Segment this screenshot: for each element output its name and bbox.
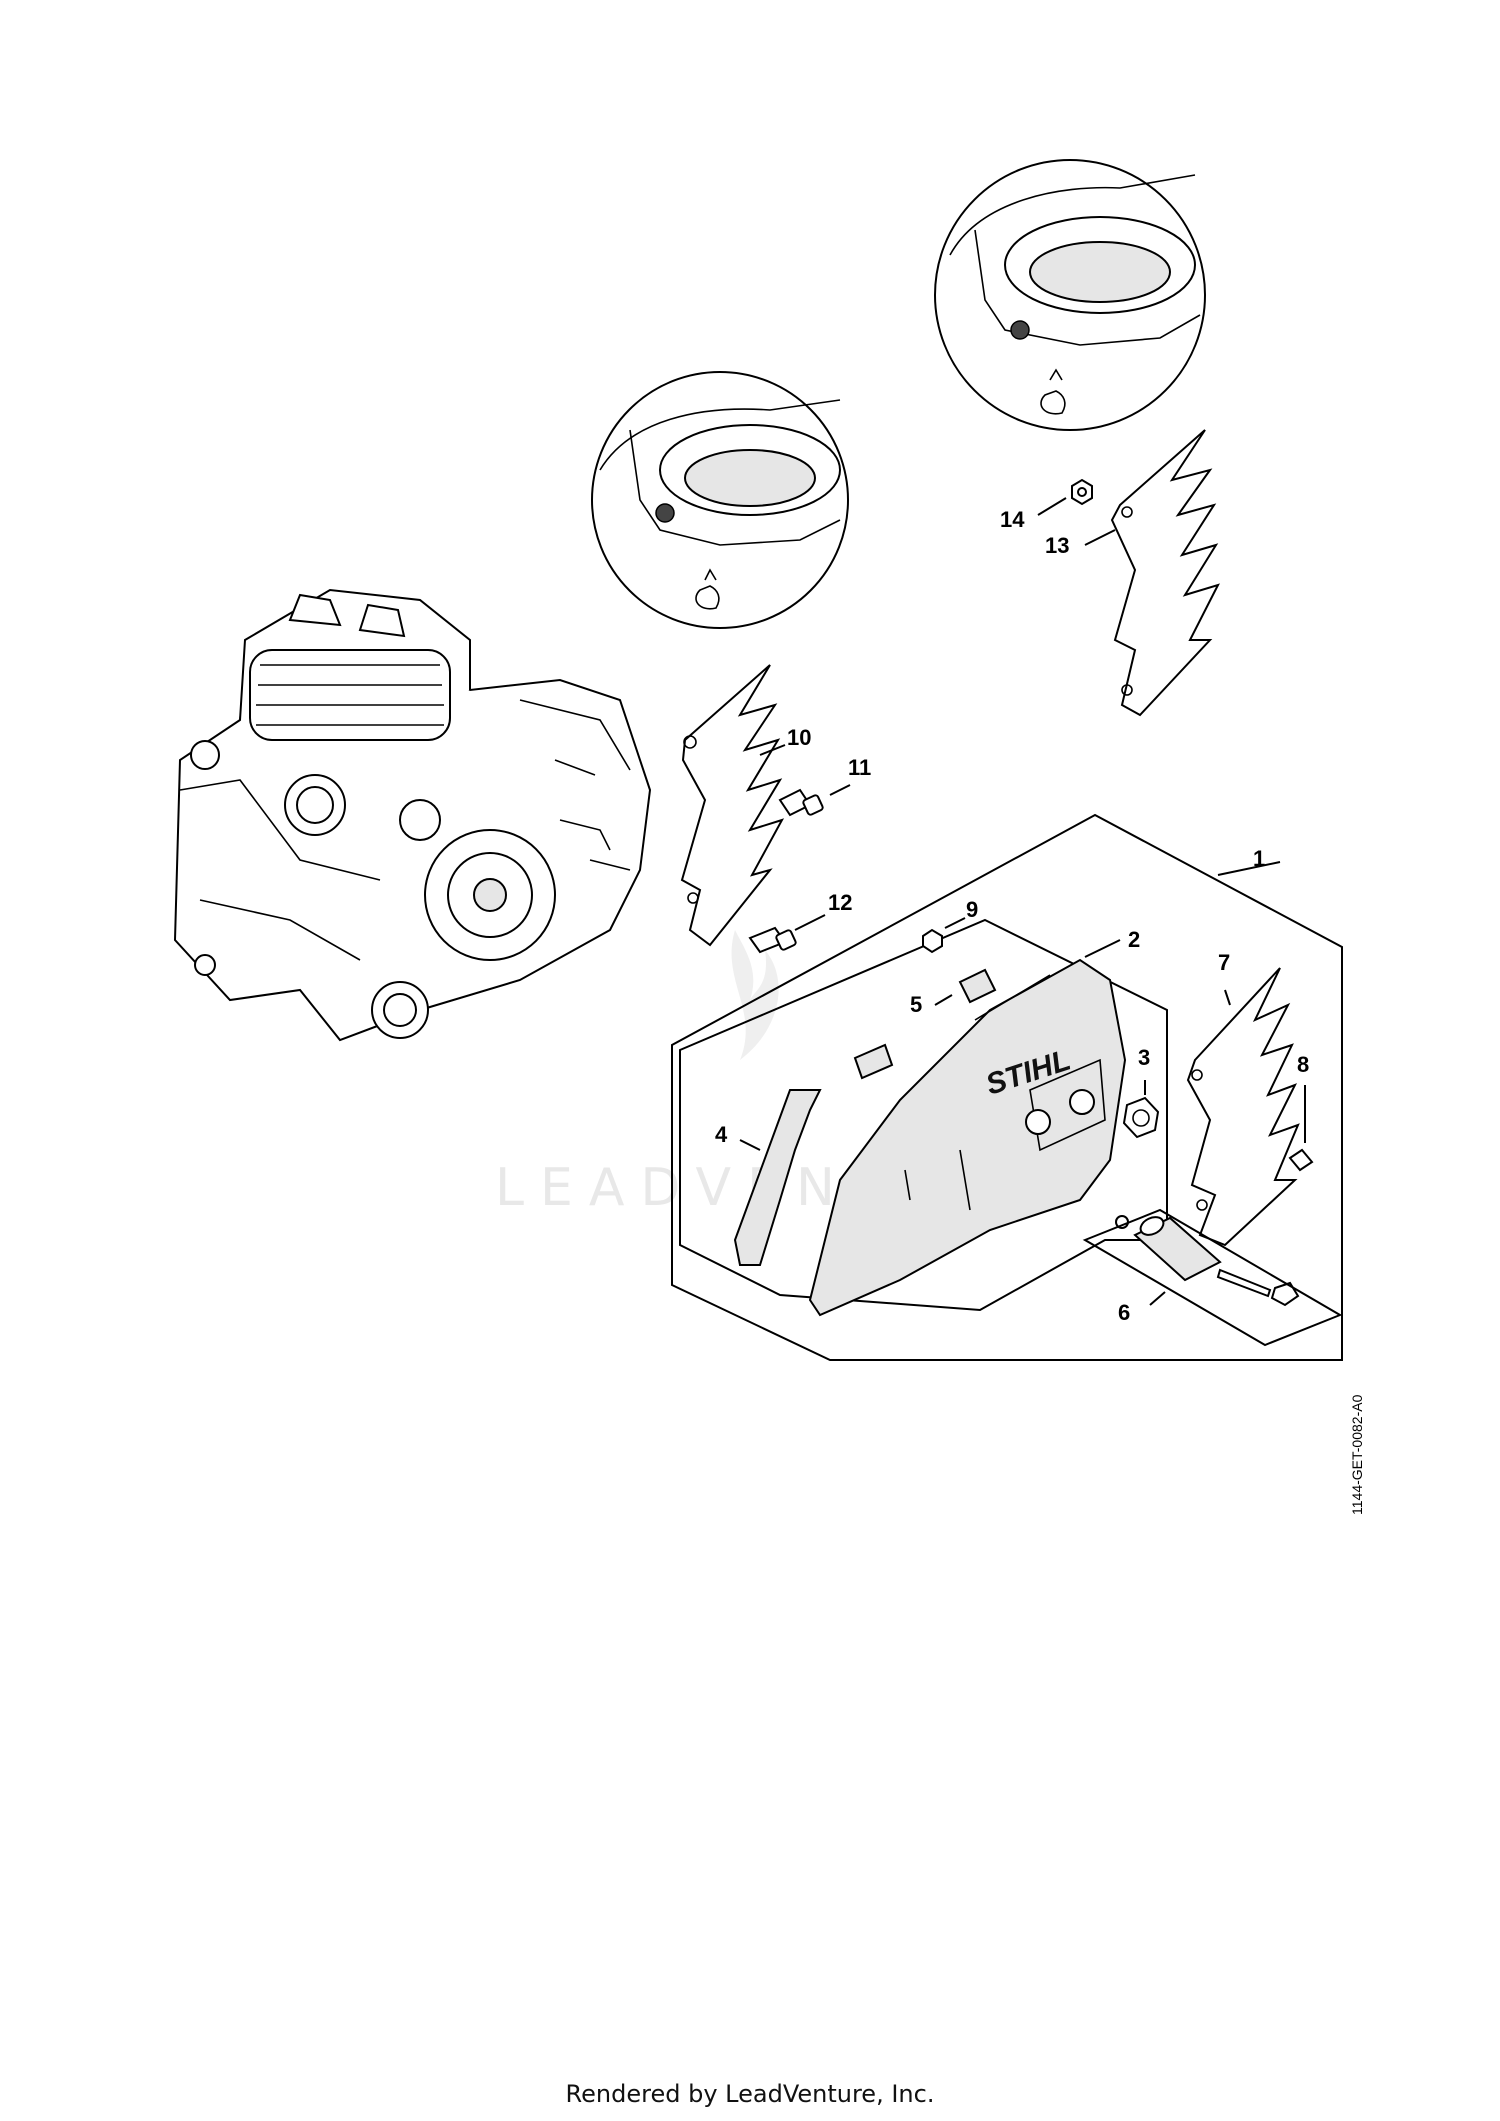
part-10-bumper-spike: 10: [680, 664, 811, 947]
callout-12: 12: [828, 890, 852, 915]
callout-9: 9: [966, 897, 978, 922]
callout-11: 11: [848, 755, 871, 780]
callout-1: 1: [1253, 846, 1265, 871]
part-7-bumper-spike: 7: [1186, 950, 1300, 1247]
part-3-collar-nut: 3: [1122, 1045, 1160, 1139]
footer-credit: Rendered by LeadVenture, Inc.: [565, 2080, 935, 2108]
callout-6: 6: [1118, 1300, 1130, 1325]
callout-4: 4: [715, 1122, 728, 1147]
callout-14: 14: [1000, 507, 1025, 532]
part-8-screw: 8: [1288, 1052, 1314, 1172]
detail-inset-right: [934, 159, 1206, 431]
callout-5: 5: [910, 992, 922, 1017]
part-4-chain-guide: 4: [715, 1089, 822, 1266]
part-13-bumper-spike: 13: [1045, 429, 1220, 717]
callout-3: 3: [1138, 1045, 1150, 1070]
detail-inset-left: [591, 371, 849, 629]
part-2-sprocket-cover: STIHL 2: [808, 927, 1140, 1317]
part-9-nut: 9: [922, 897, 978, 954]
part-14-nut: 14: [1000, 478, 1093, 532]
part-5-buffer: 5: [853, 968, 997, 1080]
callout-10: 10: [787, 725, 811, 750]
document-reference: 1144-GET-0082-A0: [1349, 1394, 1365, 1515]
part-6-chain-tensioner: 6: [1082, 1208, 1343, 1347]
callout-13: 13: [1045, 533, 1069, 558]
part-12-screw: 12: [748, 890, 852, 954]
callout-2: 2: [1128, 927, 1140, 952]
part-1-kit-boundary: 1: [671, 813, 1343, 1361]
callout-8: 8: [1297, 1052, 1309, 1077]
callout-7: 7: [1218, 950, 1230, 975]
engine-crankcase-illustration: [173, 588, 652, 1042]
part-11-screw: 11: [778, 755, 871, 817]
